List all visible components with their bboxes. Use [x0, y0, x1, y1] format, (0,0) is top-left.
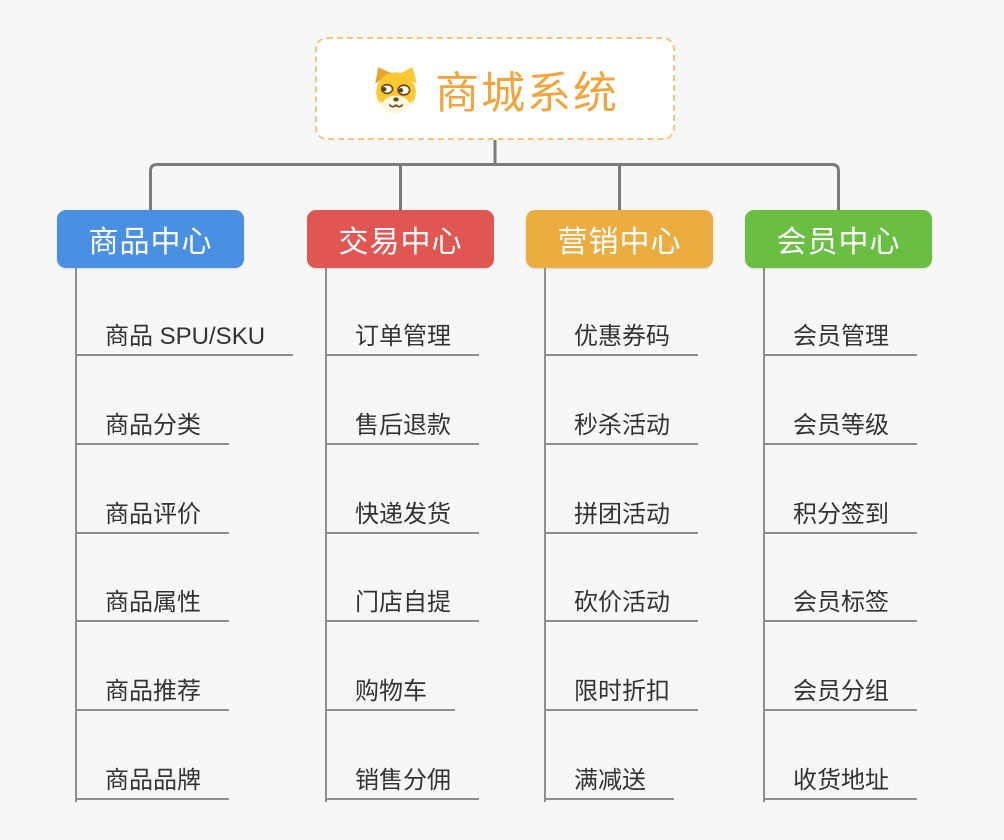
branch-node-label: 商品中心 — [88, 226, 213, 259]
subtopic-node[interactable]: 砍价活动 — [544, 578, 698, 622]
subtopic-node[interactable]: 秒杀活动 — [544, 401, 698, 445]
branch-node-product-center[interactable]: 商品中心 — [57, 210, 244, 268]
subtopic-node[interactable]: 收货地址 — [763, 756, 917, 800]
branch-spine — [325, 268, 327, 802]
subtopic-node[interactable]: 快递发货 — [325, 490, 479, 534]
branch-node-marketing-center[interactable]: 营销中心 — [526, 210, 713, 268]
subtopic-node[interactable]: 会员管理 — [763, 312, 917, 356]
branch-spine — [763, 268, 765, 802]
subtopic-node[interactable]: 订单管理 — [325, 312, 479, 356]
branch-spine — [544, 268, 546, 802]
branch-node-label: 营销中心 — [557, 226, 682, 259]
subtopic-node[interactable]: 商品 SPU/SKU — [75, 312, 294, 356]
subtopic-node[interactable]: 门店自提 — [325, 578, 479, 622]
subtopic-node[interactable]: 优惠券码 — [544, 312, 698, 356]
subtopic-node[interactable]: 销售分佣 — [325, 756, 479, 800]
branch-node-label: 交易中心 — [338, 226, 463, 259]
subtopic-node[interactable]: 满减送 — [544, 756, 674, 800]
subtopic-node[interactable]: 商品属性 — [75, 578, 229, 622]
branch-node-label: 会员中心 — [776, 226, 901, 259]
subtopic-node[interactable]: 会员分组 — [763, 667, 917, 711]
root-node[interactable]: 商城系统 — [315, 37, 675, 140]
dog-icon — [375, 66, 417, 114]
subtopic-node[interactable]: 积分签到 — [763, 490, 917, 534]
branch-node-member-center[interactable]: 会员中心 — [745, 210, 932, 268]
subtopic-node[interactable]: 商品推荐 — [75, 667, 229, 711]
branch-spine — [75, 268, 77, 802]
branch-node-trade-center[interactable]: 交易中心 — [307, 210, 494, 268]
subtopic-node[interactable]: 购物车 — [325, 667, 455, 711]
subtopic-node[interactable]: 商品分类 — [75, 401, 229, 445]
subtopic-node[interactable]: 会员等级 — [763, 401, 917, 445]
subtopic-node[interactable]: 商品评价 — [75, 490, 229, 534]
subtopic-node[interactable]: 限时折扣 — [544, 667, 698, 711]
subtopic-node[interactable]: 拼团活动 — [544, 490, 698, 534]
subtopic-node[interactable]: 商品品牌 — [75, 756, 229, 800]
subtopic-node[interactable]: 会员标签 — [763, 578, 917, 622]
subtopic-node[interactable]: 售后退款 — [325, 401, 479, 445]
root-node-title: 商城系统 — [435, 68, 619, 118]
